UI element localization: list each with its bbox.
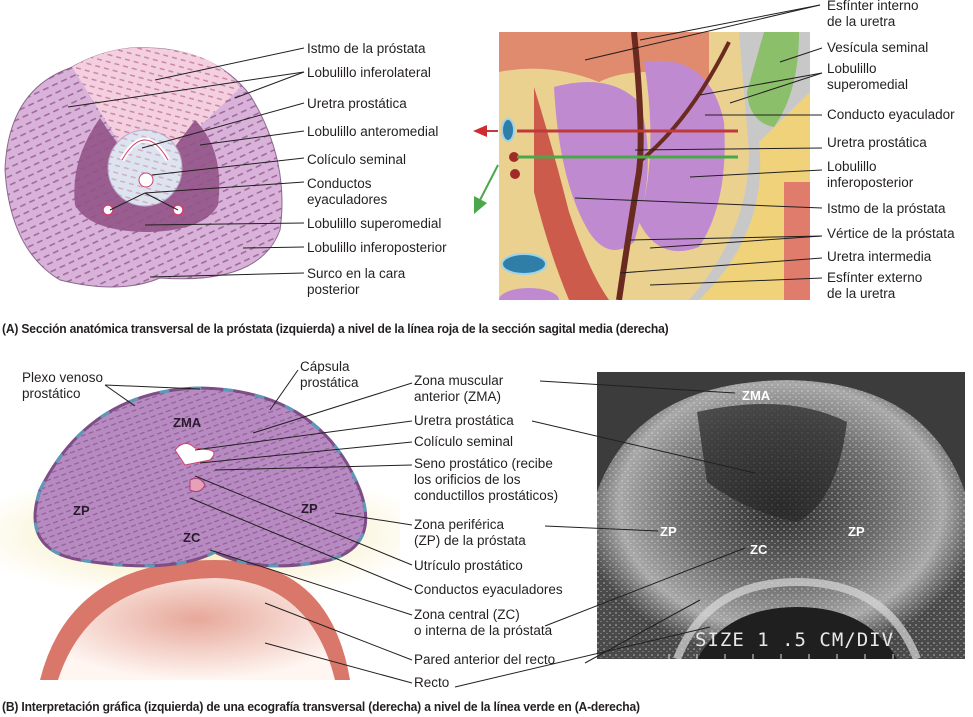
ultrasound-label-zp-left: ZP [660, 524, 677, 539]
drawing-label-zma: ZMA [173, 415, 202, 430]
label-b-conductos-eyaculadores: Conductos eyaculadores [414, 582, 563, 597]
panel-b-ultrasound-image: ZMA ZP ZP ZC SIZE 1 .5 CM/DIV [597, 372, 965, 659]
red-arrow-icon [473, 125, 498, 137]
label-a-uretra-prostatica: Uretra prostática [307, 96, 407, 111]
label-a-conducto-eyaculador: Conducto eyaculador [827, 107, 955, 122]
label-b-zona-muscular-anterior: Zona muscular anterior (ZMA) [414, 373, 504, 404]
prostate-ultrasound-interpretation-illustration [0, 386, 400, 680]
label-a-istmo: Istmo de la próstata [307, 41, 426, 56]
label-a-lobulillo-superomedial: Lobulillo superomedial [307, 216, 442, 231]
ultrasound-label-zma: ZMA [742, 388, 771, 403]
label-a-coliculo-seminal: Colículo seminal [307, 152, 407, 167]
label-b-zona-periferica: Zona periférica (ZP) de la próstata [414, 517, 526, 548]
label-a-vesicula-seminal: Vesícula seminal [827, 40, 929, 55]
label-b-recto: Recto [414, 675, 450, 690]
label-a-esfinter-externo: Esfínter externo de la uretra [827, 270, 923, 301]
label-a-lobulillo-inferoposterior: Lobulillo inferoposterior [307, 240, 447, 255]
label-a-esfinter-interno: Esfínter interno de la uretra [827, 0, 919, 29]
label-a-uretra-prostatica-r: Uretra prostática [827, 135, 927, 150]
label-a-vertice: Vértice de la próstata [827, 226, 955, 241]
prostate-sagittal-illustration [499, 32, 810, 300]
panel-a-sagittal-section [499, 32, 810, 300]
label-a-lobulillo-superomedial-r: Lobulillo superomedial [827, 61, 909, 92]
label-b-capsula-prostatica: Cápsula prostática [300, 359, 359, 390]
label-b-seno-prostatico: Seno prostático (recibe los orificios de… [414, 456, 559, 503]
label-b-uretra-prostatica: Uretra prostática [414, 413, 514, 428]
ultrasound-scan [597, 372, 965, 659]
green-arrow-icon [474, 164, 499, 214]
prostate-transverse-illustration [4, 47, 283, 288]
panel-b-drawing [0, 380, 400, 680]
label-a-surco-cara-posterior: Surco en la cara posterior [307, 266, 406, 297]
label-b-zona-central: Zona central (ZC) o interna de la prósta… [414, 607, 553, 638]
label-b-coliculo-seminal: Colículo seminal [414, 434, 514, 449]
ultrasound-label-zp-right: ZP [848, 524, 865, 539]
panel-a-transverse-section [0, 0, 300, 300]
ultrasound-label-zc: ZC [750, 542, 768, 557]
caption-panel-b: (B) Interpretación gráfica (izquierda) d… [2, 699, 640, 714]
ultrasound-scale-text: SIZE 1 .5 CM/DIV [695, 629, 895, 651]
caption-panel-a: (A) Sección anatómica transversal de la … [2, 321, 669, 336]
drawing-label-zc: ZC [183, 530, 201, 545]
label-a-istmo-r: Istmo de la próstata [827, 201, 946, 216]
label-a-lobulillo-inferolateral: Lobulillo inferolateral [307, 65, 431, 80]
label-b-pared-anterior-recto: Pared anterior del recto [414, 652, 556, 667]
label-b-plexo-venoso: Plexo venoso prostático [22, 370, 104, 401]
label-a-uretra-intermedia: Uretra intermedia [827, 249, 932, 264]
label-a-lobulillo-anteromedial: Lobulillo anteromedial [307, 124, 439, 139]
label-a-lobulillo-inferoposterior-r: Lobulillo inferoposterior [827, 159, 914, 190]
label-a-conductos-eyaculadores: Conductos eyaculadores [307, 176, 388, 207]
drawing-label-zp-left: ZP [73, 503, 90, 518]
label-b-utriculo-prostatico: Utrículo prostático [414, 558, 523, 573]
drawing-label-zp-right: ZP [301, 501, 318, 516]
